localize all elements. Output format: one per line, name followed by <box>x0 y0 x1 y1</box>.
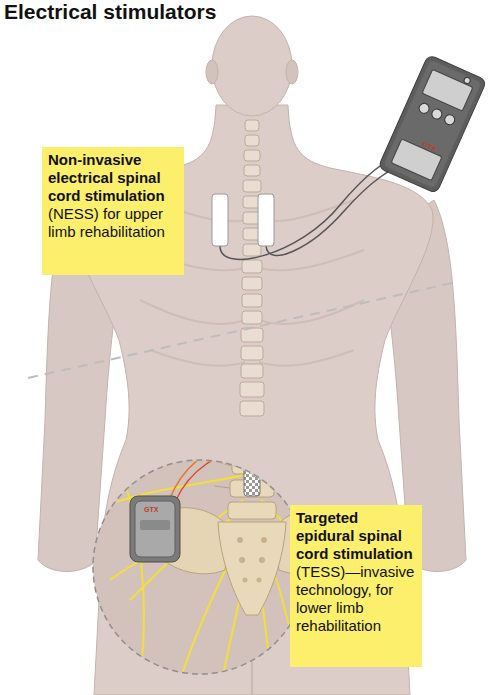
brand-label: GTX <box>421 140 437 153</box>
zoom-inset-part-part <box>170 442 246 498</box>
callout-box: Non-invasive electrical spinal cord stim… <box>42 147 184 275</box>
spine <box>240 120 264 416</box>
spine-part <box>245 120 259 131</box>
zoom-inset-part-part <box>257 578 262 583</box>
spine-part <box>243 180 261 192</box>
nerves-part <box>259 446 360 451</box>
zoom-inset-part-part <box>243 578 248 583</box>
spine-part <box>240 401 264 416</box>
zoom-inset-part-part <box>176 452 244 500</box>
zoom-inset-part-part <box>218 522 286 615</box>
spine-part <box>242 294 262 307</box>
surface-electrodes-part <box>266 160 412 255</box>
zoom-inset-part-part-part <box>228 502 276 519</box>
callout-body: (NESS) for upper limb rehabilitation <box>48 205 178 241</box>
zoom-inset-part-part <box>239 557 245 563</box>
divider-line <box>28 283 452 378</box>
surface-electrodes-part <box>258 194 274 246</box>
stimulator-device-part <box>391 139 442 181</box>
spine-part <box>242 311 262 324</box>
zoom-inset-part-part <box>261 537 267 543</box>
zoom-inset-part-part-part <box>232 458 272 474</box>
zoom-inset-part-part <box>140 520 170 530</box>
stimulator-device <box>378 54 487 193</box>
spine-part <box>240 382 264 397</box>
spine-part <box>241 346 263 360</box>
spine-part <box>242 260 262 273</box>
stimulator-device-part <box>463 76 471 84</box>
human-back-part <box>206 60 218 84</box>
spine-part <box>241 364 263 378</box>
spine-part <box>243 244 261 256</box>
human-back-part <box>212 16 292 116</box>
spine-part <box>242 277 262 290</box>
callout-box: Targeted epidural spinal cord stimulatio… <box>290 505 422 667</box>
spine-part <box>244 150 260 161</box>
zoom-inset-part <box>93 460 307 674</box>
human-back-part <box>286 60 298 84</box>
surface-electrodes-part <box>212 194 228 246</box>
callout-heading: Targeted epidural spinal cord stimulatio… <box>296 509 416 563</box>
brand-label: GTX <box>144 506 158 514</box>
zoom-inset-part-part <box>135 501 175 557</box>
stimulator-device-part <box>443 113 456 126</box>
stimulator-device-part <box>378 54 487 193</box>
callout-heading: Non-invasive electrical spinal cord stim… <box>48 151 178 205</box>
callout-body: (TESS)—invasive technology, for lower li… <box>296 563 416 635</box>
zoom-inset-part-part <box>259 557 265 563</box>
stimulator-device-part <box>383 60 481 189</box>
zoom-inset-part-part <box>237 537 243 543</box>
stimulator-device-part <box>417 102 430 115</box>
spine-part <box>245 135 259 146</box>
zoom-inset-part-part <box>130 496 180 562</box>
stimulator-device-part <box>430 107 443 120</box>
diagram-title: Electrical stimulators <box>4 0 216 24</box>
stimulator-device-part <box>422 69 473 111</box>
surface-electrodes-part <box>220 150 408 259</box>
spine-part <box>244 165 260 176</box>
nerves-part <box>100 449 245 460</box>
zoom-inset-part-part <box>244 440 260 496</box>
